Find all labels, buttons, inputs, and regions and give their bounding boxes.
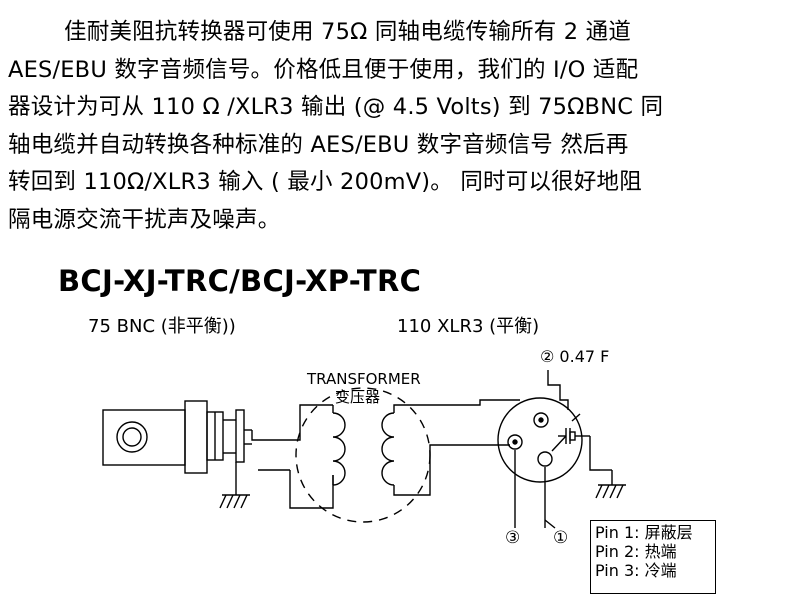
model-title: BCJ-XJ-TRC/BCJ-XP-TRC: [58, 264, 422, 298]
transformer-primary-coil: [332, 405, 346, 486]
transformer-secondary-coil: [381, 399, 520, 496]
pin-legend-item-2: Pin 2: 热端: [595, 542, 677, 561]
pin3-marker: ③: [505, 528, 520, 548]
pin-legend-box: Pin 1: 屏蔽层 Pin 2: 热端 Pin 3: 冷端: [590, 520, 716, 594]
xlr3-balanced-label: 110 XLR3 (平衡): [397, 316, 540, 337]
capacitor-label: ② 0.47 F: [540, 347, 609, 366]
bnc-connector-icon: [102, 400, 252, 474]
paragraph-line-5: 转回到 110Ω/XLR3 输入 ( 最小 200mV)。 同时可以很好地阻: [8, 169, 642, 195]
pin-legend-item-1: Pin 1: 屏蔽层: [595, 523, 693, 542]
transformer-shield: [295, 387, 431, 523]
paragraph-line-6: 隔电源交流干扰声及噪声。: [8, 206, 281, 233]
transformer-label-cn: 变压器: [335, 388, 380, 406]
pin-legend-item-3: Pin 3: 冷端: [595, 561, 677, 580]
paragraph-line-3: 器设计为可从 110 Ω /XLR3 输出 (@ 4.5 Volts) 到 75…: [8, 94, 664, 120]
paragraph-line-4: 轴电缆并自动转换各种标准的 AES/EBU 数字音频信号 然后再: [8, 131, 629, 158]
xlr3-connector-icon: [497, 397, 583, 483]
description-paragraph: 佳耐美阻抗转换器可使用 75Ω 同轴电缆传输所有 2 通道 AES/EBU 数字…: [8, 14, 782, 239]
bnc-unbalanced-label: 75 BNC (非平衡)): [88, 316, 236, 337]
pin1-marker: ①: [553, 528, 568, 548]
transformer-label-en: TRANSFORMER: [306, 370, 421, 388]
paragraph-line-2: AES/EBU 数字音频信号。价格低且便于使用，我们的 I/O 适配: [8, 56, 639, 83]
paragraph-line-1: 佳耐美阻抗转换器可使用 75Ω 同轴电缆传输所有 2 通道: [64, 19, 632, 45]
